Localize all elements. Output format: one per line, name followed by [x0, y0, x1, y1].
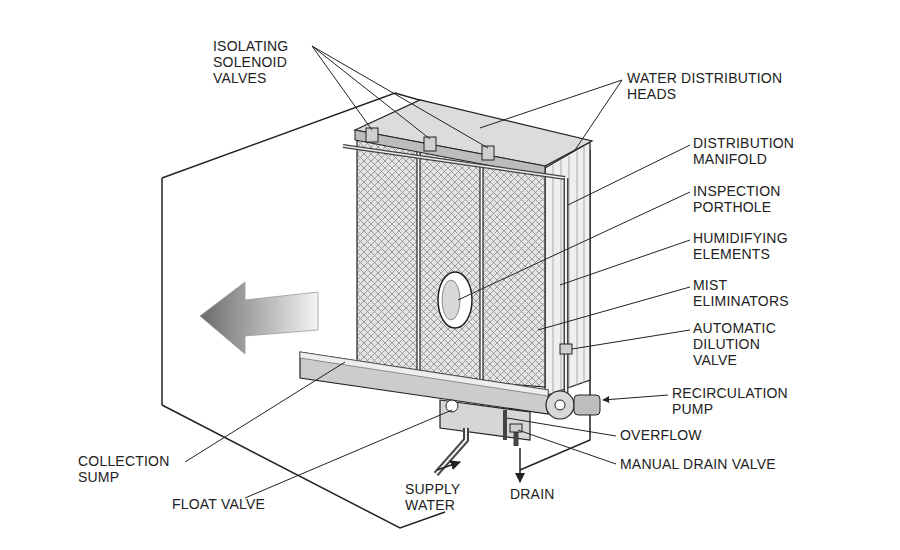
leader-line [312, 46, 488, 148]
duct-edge [161, 178, 163, 405]
leader-line [575, 80, 622, 150]
header-pipe [343, 146, 565, 178]
collection-sump [300, 352, 548, 414]
leader-line [480, 80, 622, 128]
leader-lines [185, 46, 690, 498]
supply-pipe [436, 428, 466, 474]
callout-label: DISTRIBUTION MANIFOLD [693, 135, 823, 167]
duct-edge [162, 405, 445, 528]
pump-eye [555, 400, 565, 410]
leader-arrow [603, 395, 668, 400]
solenoid-valve [366, 128, 378, 142]
callout-label: MIST ELIMINATORS [693, 277, 813, 309]
supply-pipe-highlight [436, 428, 466, 474]
humidifying-element [357, 138, 417, 377]
leader-line [568, 145, 690, 205]
overflow-pipe [503, 410, 507, 440]
leader-line [458, 192, 690, 300]
callout-label: MANUAL DRAIN VALVE [620, 456, 776, 472]
callout-label: RECIRCULATION PUMP [672, 385, 812, 417]
callout-label: DRAIN [510, 486, 555, 502]
manifold-highlight [565, 178, 567, 398]
airflow-arrow [200, 282, 318, 354]
sump-water [300, 352, 548, 396]
drain-pipe [514, 432, 519, 446]
leader-line [518, 430, 616, 464]
humidifying-element [420, 146, 480, 382]
callout-label: INSPECTION PORTHOLE [693, 183, 813, 215]
flow-arrow [437, 462, 460, 470]
flow-arrow [519, 448, 521, 482]
solenoid-valve [482, 146, 494, 160]
porthole-glass [442, 280, 460, 320]
distribution-manifold [564, 178, 569, 398]
recirculation-pump [546, 391, 574, 419]
pump-motor [574, 395, 600, 415]
leader-line [572, 330, 690, 349]
inspection-porthole [438, 272, 472, 328]
callout-label: HUMIDIFYING ELEMENTS [693, 230, 823, 262]
callout-label: FLOAT VALVE [172, 496, 265, 512]
callout-label: COLLECTION SUMP [78, 453, 188, 485]
humidifying-element [483, 154, 545, 387]
callout-label: ISOLATING SOLENOID VALVES [213, 38, 313, 86]
leader-line [185, 362, 345, 462]
dilution-valve [560, 344, 572, 354]
callout-label: SUPPLY WATER [405, 481, 485, 513]
leader-line [507, 418, 616, 436]
leader-line [538, 287, 690, 330]
callout-label: WATER DISTRIBUTION HEADS [627, 70, 812, 102]
callout-label: OVERFLOW [620, 427, 702, 443]
leader-line [312, 46, 430, 139]
leader-line [560, 240, 690, 285]
solenoid-valve [424, 137, 436, 151]
header-pipe-highlight [343, 146, 565, 178]
callout-label: AUTOMATIC DILUTION VALVE [693, 320, 803, 368]
leader-line [312, 46, 372, 130]
